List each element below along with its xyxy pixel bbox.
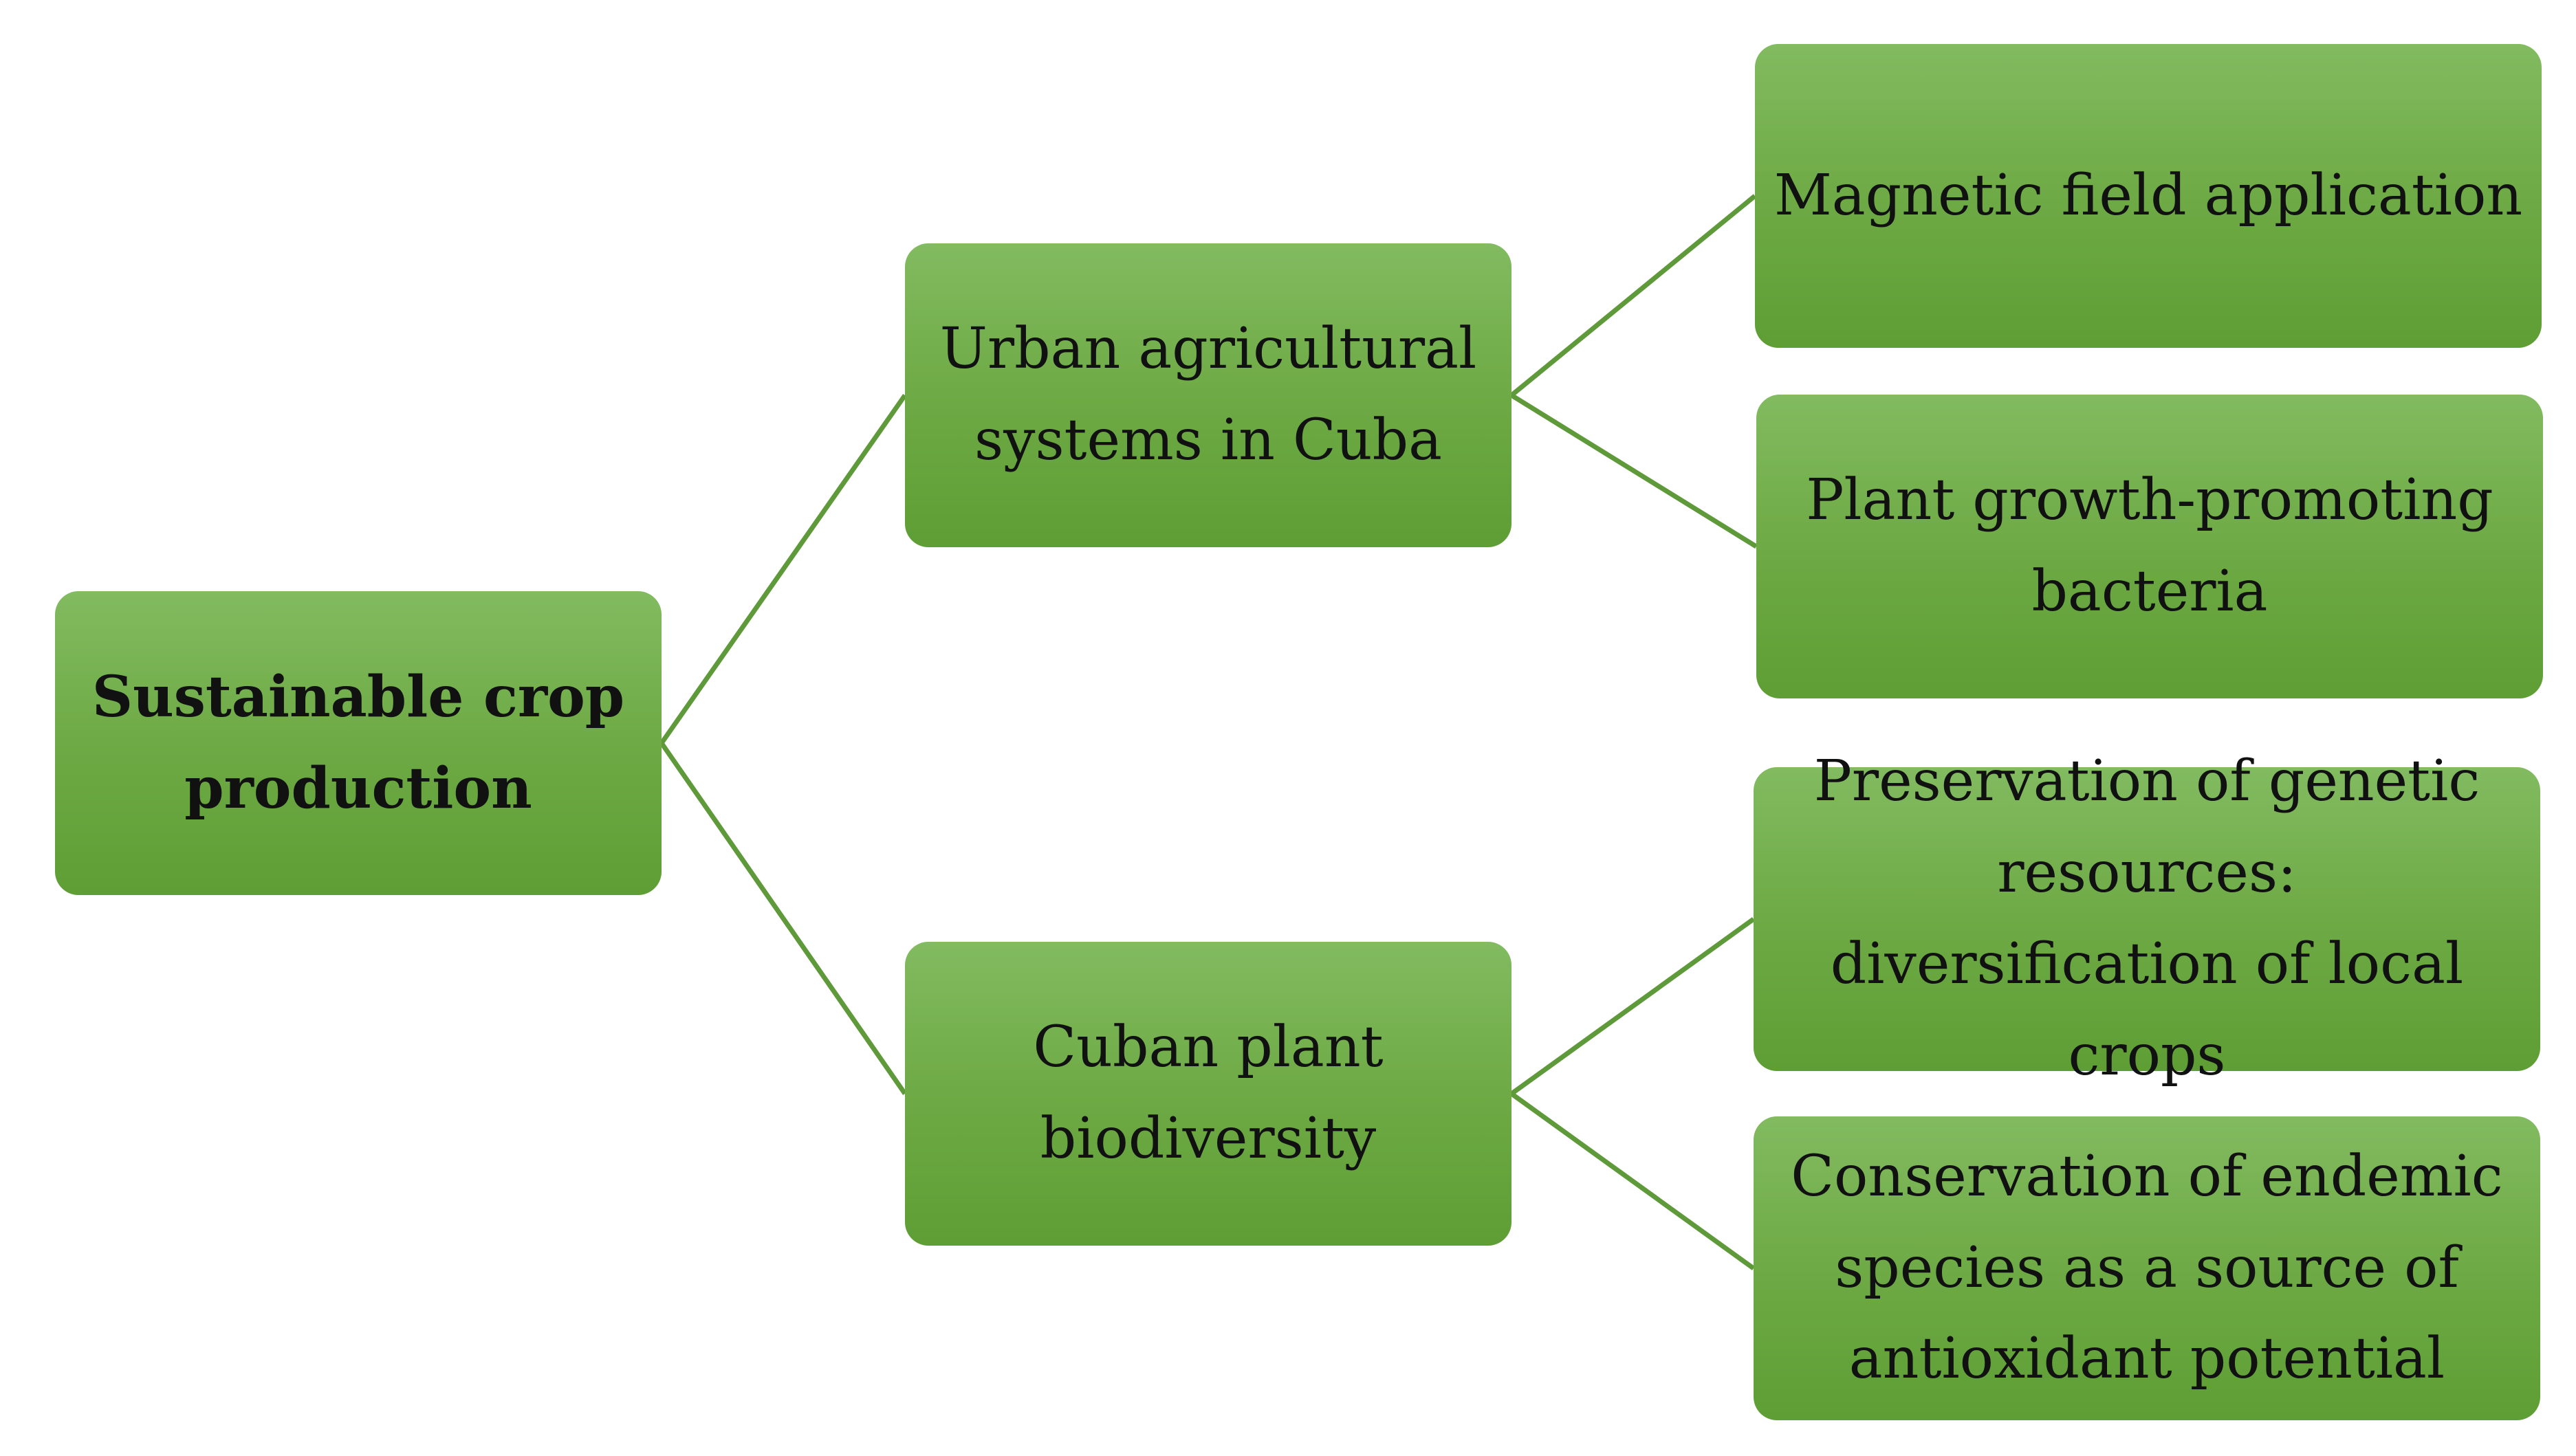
- connector-biodiversity-to-conservation: [1509, 1092, 1756, 1270]
- leaf-node-line: Plant growth-promoting: [1806, 467, 2493, 533]
- root-node-sustainable-crop-production: Sustainable crop production: [55, 591, 662, 895]
- branch-node-line: systems in Cuba: [974, 408, 1442, 473]
- connector-urban-to-bacteria: [1510, 393, 1758, 549]
- connector-root-to-urban: [659, 393, 907, 745]
- leaf-node-line: resources:: [1997, 840, 2297, 906]
- leaf-node-line: bacteria: [2031, 559, 2268, 624]
- branch-node-line: biodiversity: [1040, 1106, 1377, 1171]
- leaf-node-line: Magnetic field application: [1773, 162, 2523, 228]
- branch-node-urban-agricultural-systems: Urban agricultural systems in Cuba: [905, 243, 1511, 547]
- leaf-node-conservation-of-endemic-species: Conservation of endemic species as a sou…: [1754, 1116, 2540, 1420]
- leaf-node-line: diversification of local crops: [1830, 931, 2464, 1088]
- leaf-node-line: species as a source of: [1835, 1235, 2459, 1301]
- leaf-node-preservation-of-genetic-resources: Preservation of genetic resources: diver…: [1754, 749, 2540, 1088]
- branch-node-line: Cuban plant: [1033, 1015, 1384, 1081]
- leaf-node-line: antioxidant potential: [1848, 1326, 2445, 1392]
- connector-root-to-biodiversity: [659, 742, 907, 1095]
- root-node-line: Sustainable crop: [91, 664, 625, 731]
- leaf-node-line: Conservation of endemic: [1791, 1143, 2503, 1209]
- connector-urban-to-magnetic: [1509, 194, 1757, 397]
- leaf-node-magnetic-field-application: Magnetic field application: [1755, 44, 2542, 348]
- leaf-node-plant-growth-promoting-bacteria: Plant growth-promoting bacteria: [1756, 395, 2543, 698]
- connector-biodiversity-to-preservation: [1509, 917, 1756, 1096]
- leaf-node-line: Preservation of genetic: [1813, 749, 2480, 815]
- branch-node-line: Urban agricultural: [939, 316, 1477, 382]
- branch-node-cuban-plant-biodiversity: Cuban plant biodiversity: [905, 942, 1511, 1246]
- root-node-line: production: [184, 755, 532, 821]
